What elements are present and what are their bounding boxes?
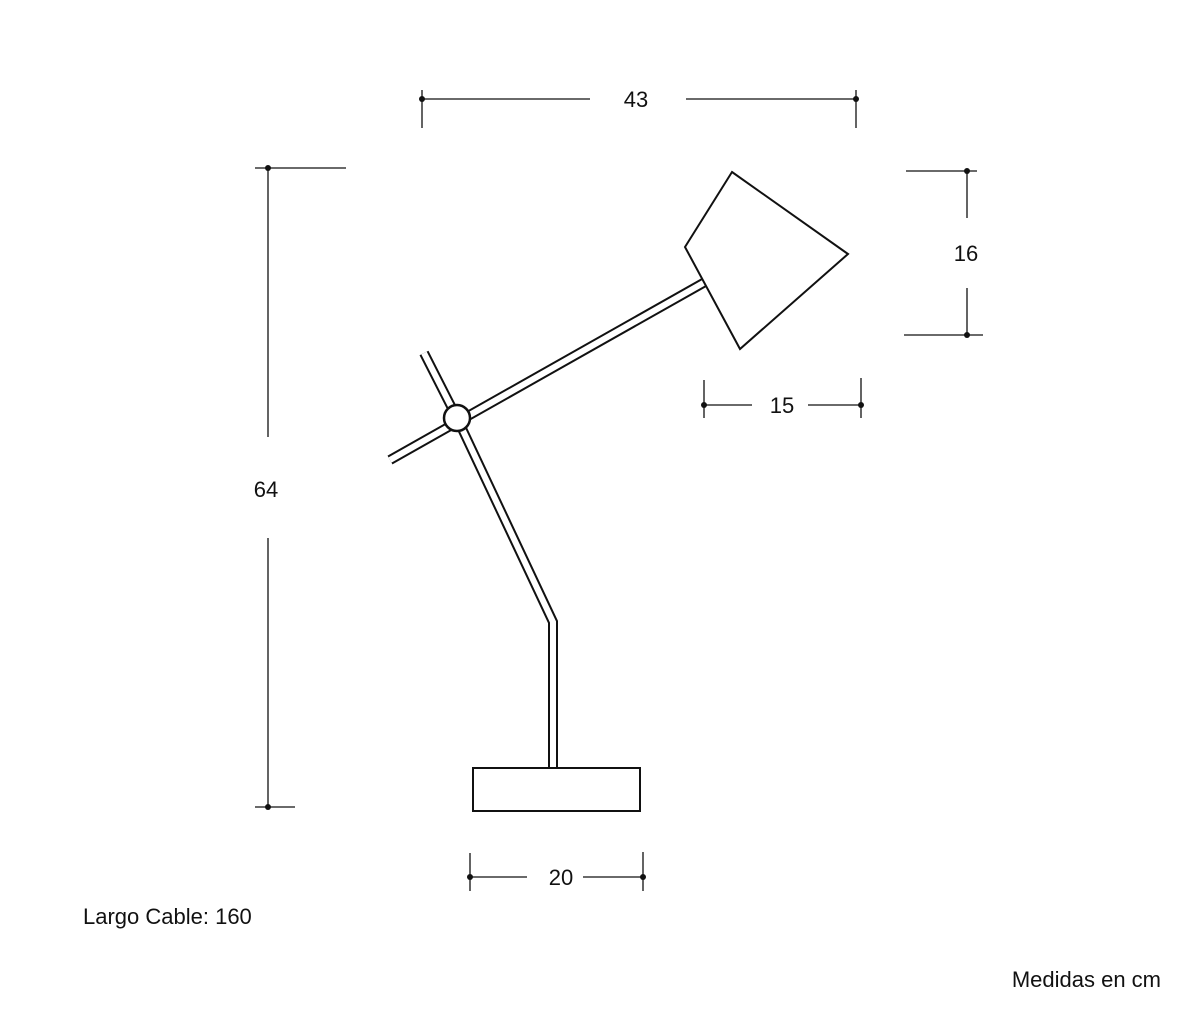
cable-length-note: Largo Cable: 160	[83, 904, 252, 929]
label-shade-width: 15	[769, 393, 795, 418]
dimension-lines	[255, 90, 983, 891]
lamp-base	[472, 767, 641, 812]
units-note: Medidas en cm	[1011, 967, 1161, 992]
lamp-arms	[387, 277, 708, 768]
label-total-height: 64	[253, 477, 279, 502]
lamp-shade	[683, 170, 850, 351]
dim-base-width	[469, 852, 644, 891]
label-shade-height: 16	[953, 241, 979, 266]
label-total-width: 43	[623, 87, 649, 112]
joint-hinge	[442, 403, 472, 433]
dimension-dots	[265, 96, 970, 880]
label-base-width: 20	[548, 865, 574, 890]
dim-shade-width	[703, 378, 862, 418]
